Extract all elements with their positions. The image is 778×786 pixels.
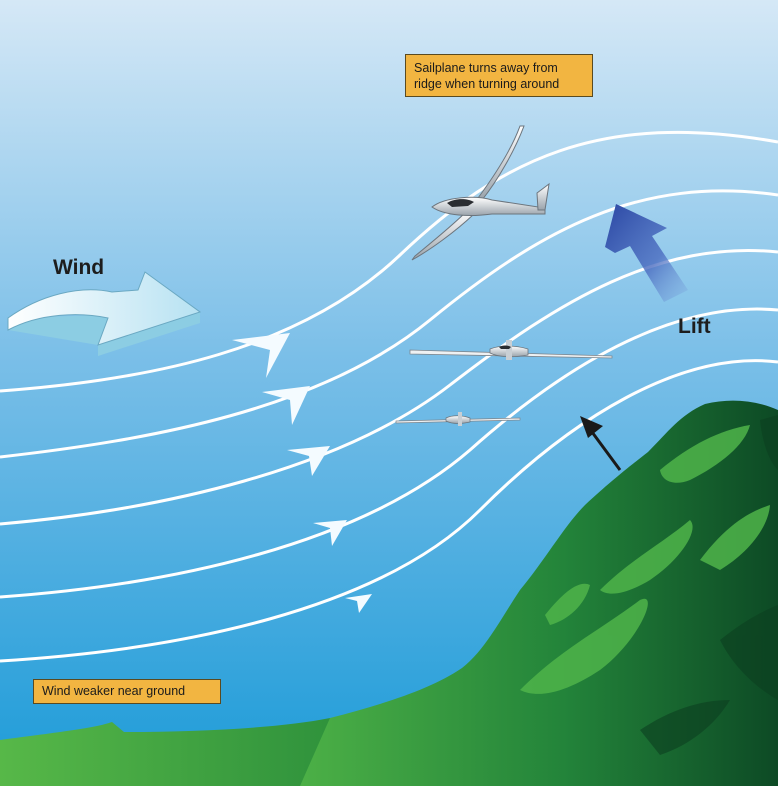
streamline-arrow-icon [313, 520, 347, 546]
streamline-5 [0, 359, 778, 663]
streamline-4 [0, 307, 778, 599]
lift-label: Lift [678, 315, 711, 338]
glider-icon [395, 412, 521, 426]
glider-icon [409, 340, 613, 360]
wind-label: Wind [53, 256, 105, 279]
ground [0, 718, 360, 786]
wind-streamlines [0, 130, 778, 663]
streamline-arrows [232, 333, 372, 613]
streamline-arrow-icon [287, 446, 330, 476]
glider-icon [411, 125, 550, 261]
ridge-highlights [520, 425, 770, 694]
streamline-1 [0, 130, 778, 393]
streamline-arrow-icon [345, 594, 372, 613]
streamline-2 [0, 189, 778, 459]
streamline-arrow-icon [262, 386, 310, 425]
lift-arrow-icon [605, 204, 688, 302]
callout-sailplane-turn: Sailplane turns away from ridge when tur… [405, 54, 593, 97]
ridge-shadows [640, 415, 778, 755]
callout-line-2: ridge when turning around [414, 77, 560, 91]
wind-arrow-icon [7, 271, 202, 356]
streamline-arrow-icon [232, 333, 290, 378]
callout-wind-weaker: Wind weaker near ground [33, 679, 221, 704]
ridge [300, 400, 778, 786]
callout-line-1: Sailplane turns away from [414, 61, 558, 75]
ridge-normal-arrow-icon [580, 416, 622, 471]
